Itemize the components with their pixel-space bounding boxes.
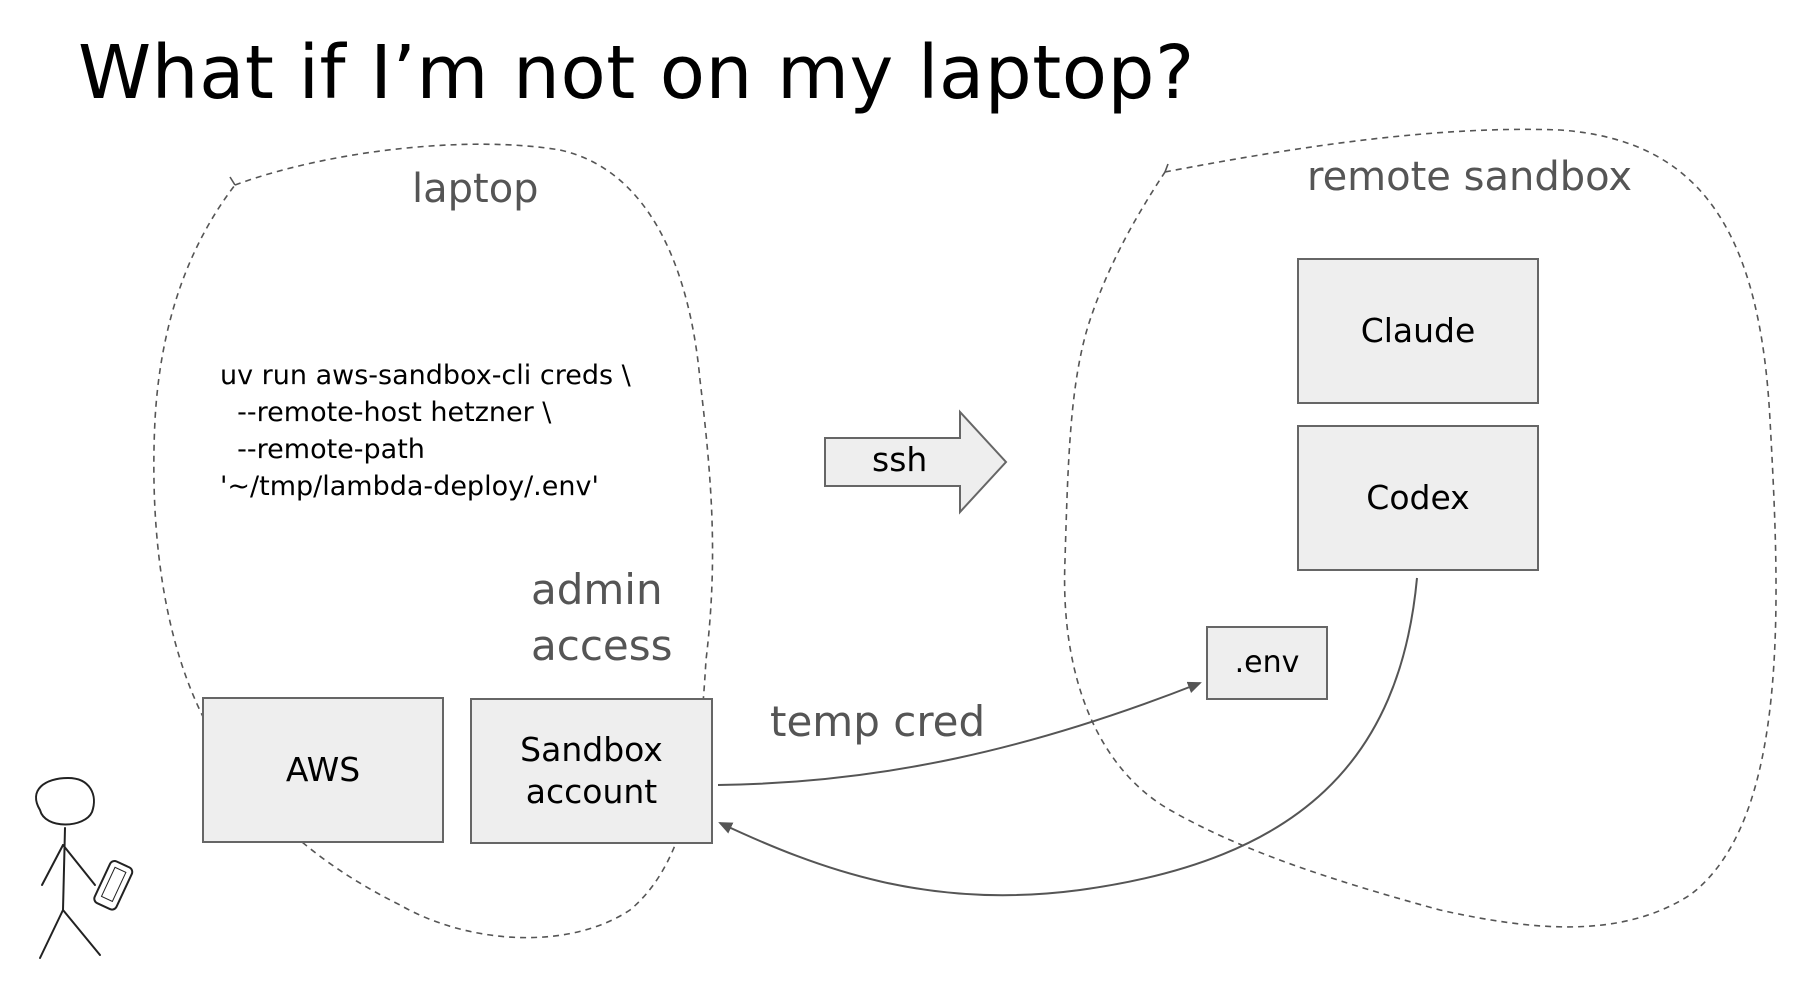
ssh-arrow-label: ssh	[872, 440, 928, 479]
laptop-region-outline	[153, 143, 714, 939]
stick-figure-with-phone-icon	[35, 776, 134, 959]
aws-box: AWS	[202, 697, 444, 843]
aws-box-label: AWS	[285, 750, 361, 789]
ssh-arrow-shape	[824, 409, 1008, 515]
claude-box: Claude	[1297, 258, 1539, 404]
claude-box-label: Claude	[1360, 311, 1476, 350]
page-title: What if I’m not on my laptop?	[78, 30, 1195, 116]
cli-command-text: uv run aws-sandbox-cli creds \ --remote-…	[220, 360, 631, 502]
env-file-box-label: .env	[1234, 645, 1300, 680]
remote-sandbox-region-label: remote sandbox	[1307, 154, 1633, 200]
sandbox-account-box: Sandbox account	[470, 698, 713, 844]
codex-box-label: Codex	[1366, 478, 1470, 517]
env-file-box: .env	[1206, 626, 1328, 700]
laptop-region-tick	[229, 176, 236, 186]
laptop-region-label: laptop	[412, 166, 539, 212]
temp-cred-arrow	[717, 681, 1202, 786]
codex-box: Codex	[1297, 425, 1539, 571]
codex-to-sandbox-arrow	[718, 577, 1418, 897]
sandbox-account-box-label: Sandbox account	[520, 730, 663, 811]
remote-sandbox-region-outline	[1063, 128, 1777, 928]
admin-access-label: admin access	[531, 565, 673, 670]
temp-cred-label: temp cred	[770, 697, 986, 746]
remote-sandbox-region-tick	[1164, 163, 1169, 173]
